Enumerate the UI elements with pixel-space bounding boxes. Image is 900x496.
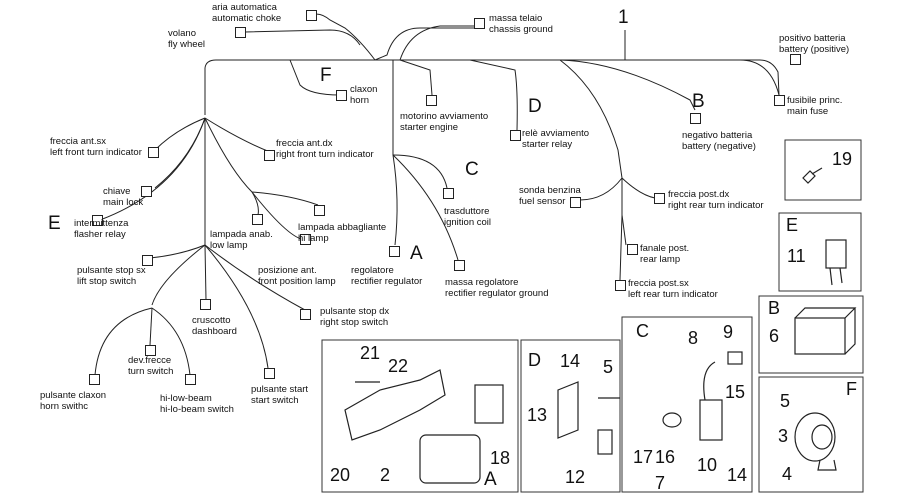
panel-letter-e: E: [786, 215, 799, 235]
part-number-14-d: 14: [560, 351, 581, 371]
part-number-5-d: 5: [603, 357, 614, 377]
connector-hi-lamp: [314, 205, 325, 216]
connector-dashboard: [200, 299, 211, 310]
panel-letter-a: A: [484, 469, 497, 490]
connector-starter-engine: [426, 95, 437, 106]
connector-battery-positive: [790, 54, 801, 65]
connector-low-lamp: [252, 214, 263, 225]
part-number-15: 15: [725, 382, 746, 402]
label-rear-lamp: fanale post.rear lamp: [640, 243, 690, 265]
connector-start-switch: [264, 368, 275, 379]
connector-front-position: [300, 234, 311, 245]
connector-right-front-turn: [264, 150, 275, 161]
part-number-5-f: 5: [780, 391, 791, 411]
label-low-lamp: lampada anab.low lamp: [210, 229, 273, 251]
connector-rear-lamp: [627, 244, 638, 255]
part-number-6: 6: [769, 326, 780, 346]
part-number-11: 11: [787, 246, 806, 266]
panel-letter-b: B: [768, 298, 781, 318]
connector-horn: [336, 90, 347, 101]
part-number-8: 8: [688, 328, 699, 348]
section-letter-e: E: [48, 213, 61, 234]
panel-letter-d: D: [528, 350, 541, 370]
connector-right-rear-turn: [654, 193, 665, 204]
connector-ignition-coil: [443, 188, 454, 199]
connector-main-lock: [141, 186, 152, 197]
connector-fuel-sensor: [570, 197, 581, 208]
section-letter-d: D: [528, 96, 542, 117]
connector-lift-stop: [142, 255, 153, 266]
connector-choke: [306, 10, 317, 21]
section-letter-f: F: [320, 65, 332, 86]
panel-letter-c: C: [636, 321, 649, 341]
part-number-19: 19: [832, 149, 853, 169]
part-number-17: 17: [633, 447, 654, 467]
section-letter-a: A: [410, 243, 423, 264]
part-number-14-c: 14: [727, 465, 748, 485]
part-number-21: 21: [360, 343, 381, 363]
connector-chassis-ground: [474, 18, 485, 29]
part-number-7: 7: [655, 473, 666, 493]
connector-battery-negative: [690, 113, 701, 124]
connector-starter-relay: [510, 130, 521, 141]
connector-main-fuse: [774, 95, 785, 106]
connector-left-rear-turn: [615, 280, 626, 291]
label-main-fuse: fusibile princ.main fuse: [787, 95, 843, 117]
harness-number: 1: [618, 7, 629, 28]
part-number-16: 16: [655, 447, 676, 467]
connector-flywheel: [235, 27, 246, 38]
part-number-10: 10: [697, 455, 718, 475]
part-number-20: 20: [330, 465, 351, 485]
section-letter-b: B: [692, 91, 705, 112]
connector-left-front-turn: [148, 147, 159, 158]
part-number-2: 2: [380, 465, 391, 485]
part-number-13: 13: [527, 405, 548, 425]
connector-rectifier: [389, 246, 400, 257]
connector-horn-switch: [89, 374, 100, 385]
part-number-22: 22: [388, 356, 409, 376]
section-letter-c: C: [465, 159, 479, 180]
connector-hi-lo-switch: [185, 374, 196, 385]
part-number-12: 12: [565, 467, 586, 487]
part-number-3: 3: [778, 426, 789, 446]
panel-letter-f: F: [846, 379, 857, 399]
part-number-18: 18: [490, 448, 511, 468]
connector-right-stop: [300, 309, 311, 320]
connector-rectifier-ground: [454, 260, 465, 271]
part-number-9: 9: [723, 322, 734, 342]
label-front-position-lamp: posizione ant.front position lamp: [258, 265, 336, 287]
part-number-4: 4: [782, 464, 793, 484]
connector-turn-switch: [145, 345, 156, 356]
connector-flasher-relay: [92, 215, 103, 226]
